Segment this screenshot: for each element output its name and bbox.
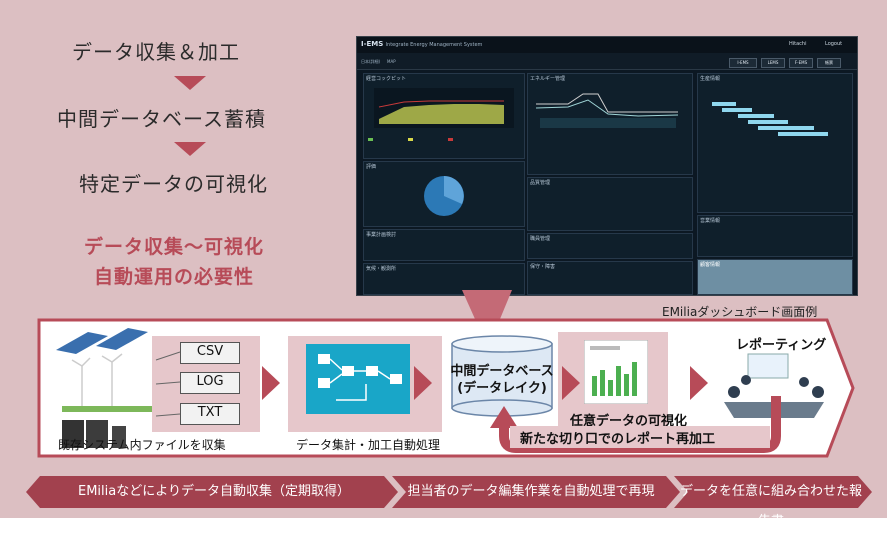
wind-turbine-icon [71,353,123,406]
nav-fems[interactable]: F-EMS [789,58,813,68]
server-icon [62,420,126,448]
dashboard-screenshot: I-EMS Integrate Energy Management System… [356,36,858,296]
log-file: LOG [180,372,240,394]
report-label: レポーティング [736,338,827,353]
arrow-right-icon [690,366,708,400]
panel-staff: 職員管理 [527,233,693,259]
collect-label: 既存システム内ファイルを収集 [58,438,226,452]
csv-file: CSV [180,342,240,364]
db-label-line1: 中間データベース [450,364,554,379]
db-label-line2: (データレイク) [457,381,547,396]
step-collect-process: データ収集＆加工 [72,40,240,64]
panel-weather: 気候・観測所 [363,263,525,295]
txt-file: TXT [180,403,240,425]
map-link[interactable]: MAP [387,59,396,64]
nav-iems[interactable]: I-EMS [729,58,757,68]
dashboard-caption: EMiliaダッシュボード画面例 [662,305,818,319]
bottom-label-report: データを任意に組み合わせた報告書 [679,484,862,529]
panel-sales: 営業情報 [697,215,853,257]
panel-maintenance: 保守・障害 [527,261,693,295]
data-source-icons [56,328,152,448]
dashboard-logo: I-EMS Integrate Energy Management System [361,40,483,48]
return-arrow [490,396,781,453]
nav-lems[interactable]: LEMS [761,58,785,68]
step-intermediate-db: 中間データベース蓄積 [57,107,266,131]
panel-business-plan: 事業計画検討 [363,229,525,261]
reprocess-box [510,426,770,448]
process-label: データ集計・加工自動処理 [296,438,441,452]
database-icon [451,335,553,417]
evaluation-pie [424,176,464,216]
arrow-right-icon [262,366,280,400]
production-chart [712,102,828,136]
highlight-line1: データ収集〜可視化 [84,236,265,258]
down-arrow-icon [174,142,206,156]
step-visualize: 特定データの可視化 [79,172,268,196]
energy-chart [535,93,679,128]
highlight-line2: 自動運用の必要性 [94,266,255,288]
panel-production: 生産情報 [697,73,853,213]
solar-panel-icon [56,328,148,354]
arrow-right-icon [562,366,580,400]
nav-report[interactable]: 帳票 [817,58,841,68]
panel-management-cockpit: 経営コックピット [363,73,525,159]
panel-quality: 品質管理 [527,177,693,231]
reprocess-label: 新たな切り口でのレポート再加工 [520,432,716,447]
panel-customer: 顧客情報 [697,259,853,295]
logout-link[interactable]: Logout [825,41,843,47]
user-name[interactable]: Hitachi [789,41,807,47]
panel-energy: エネルギー管理 [527,73,693,175]
bottom-label-collect: EMiliaなどによりデータ自動収集（定期取得） [78,484,350,499]
visualization-report-icon [584,340,648,404]
visual-label: 任意データの可視化 [570,414,688,429]
process-diagram [306,344,410,414]
down-arrow-icon [174,76,206,90]
cockpit-chart [368,88,514,141]
panel-evaluation: 評価 [363,161,525,227]
bottom-bar [26,476,872,508]
arrow-right-icon [414,366,432,400]
dashboard-topbar: I-EMS Integrate Energy Management System… [357,37,857,53]
bottom-label-automate: 担当者のデータ編集作業を自動処理で再現 [407,484,655,499]
file-connectors [155,351,181,417]
